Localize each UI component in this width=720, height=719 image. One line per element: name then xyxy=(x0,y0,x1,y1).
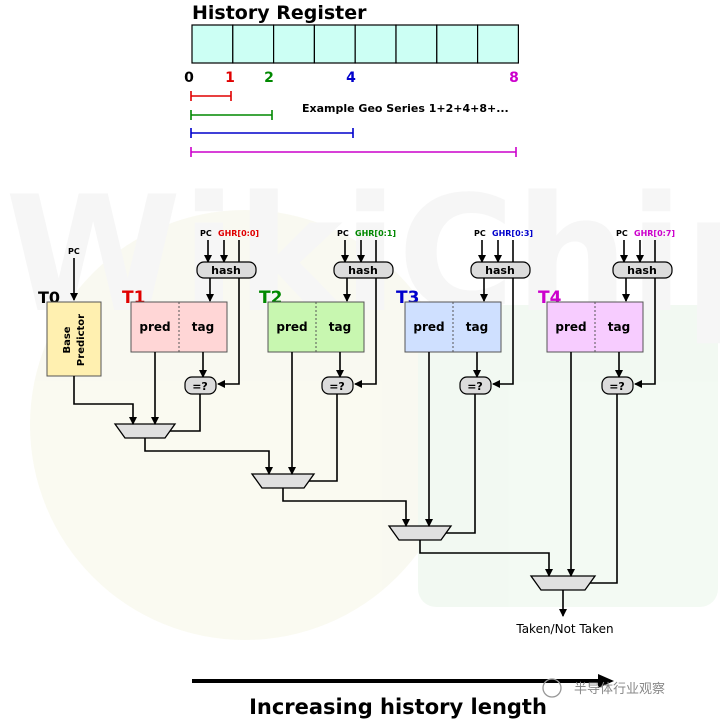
register-cell xyxy=(191,24,234,64)
mux xyxy=(529,575,597,591)
register-index-label: 1 xyxy=(225,70,235,86)
register-index-label: 4 xyxy=(346,70,356,86)
ghr-label: GHR[0:7] xyxy=(634,229,675,238)
source-mark: 半导体行业观察 xyxy=(574,682,665,697)
pred-field: pred xyxy=(139,320,170,334)
pred-field: pred xyxy=(276,320,307,334)
register-index-label: 0 xyxy=(184,70,194,86)
register-cell xyxy=(395,24,438,64)
register-ranges xyxy=(190,91,517,157)
register-range xyxy=(190,110,273,120)
register-cell xyxy=(477,24,520,64)
compare-label: =? xyxy=(192,380,208,393)
register-cell xyxy=(354,24,397,64)
hash-block xyxy=(196,261,257,279)
compare-label: =? xyxy=(609,380,625,393)
compare-label: =? xyxy=(329,380,345,393)
ghr-label: GHR[0:3] xyxy=(492,229,533,238)
base-text-2: Predictor xyxy=(76,314,87,366)
register-title: History Register xyxy=(192,2,367,24)
register-cell xyxy=(313,24,356,64)
ghr-label: GHR[0:1] xyxy=(355,229,396,238)
register-range xyxy=(190,147,517,157)
hash-label: hash xyxy=(348,264,378,277)
hash-label: hash xyxy=(211,264,241,277)
hash-label: hash xyxy=(485,264,515,277)
pc-label: PC xyxy=(337,229,349,238)
register-range xyxy=(190,128,354,138)
wechat-icon xyxy=(542,678,562,698)
hash-block xyxy=(612,261,673,279)
register-cell xyxy=(273,24,316,64)
hash-label: hash xyxy=(627,264,657,277)
pc-label: PC xyxy=(616,229,628,238)
hash-block xyxy=(470,261,531,279)
hash-block xyxy=(333,261,394,279)
tag-field: tag xyxy=(608,320,630,334)
mux xyxy=(113,423,177,439)
pc-label: PC xyxy=(200,229,212,238)
register-range xyxy=(190,91,232,101)
pred-field: pred xyxy=(413,320,444,334)
bottom-caption: Increasing history length xyxy=(249,695,547,719)
mux xyxy=(387,525,453,541)
pred-field: pred xyxy=(555,320,586,334)
compare-label: =? xyxy=(467,380,483,393)
t0-pc-label: PC xyxy=(68,247,80,256)
mux xyxy=(250,473,316,489)
base-text-1: Base xyxy=(62,326,73,353)
ghr-label: GHR[0:0] xyxy=(218,229,259,238)
tag-field: tag xyxy=(329,320,351,334)
register-cell xyxy=(436,24,479,64)
mux-wiring xyxy=(73,352,618,617)
register-index-label: 8 xyxy=(509,70,519,86)
history-register xyxy=(191,24,520,64)
register-index-label: 2 xyxy=(264,70,274,86)
register-cell xyxy=(232,24,275,64)
output-label: Taken/Not Taken xyxy=(515,622,613,636)
tag-field: tag xyxy=(192,320,214,334)
base-predictor: T0 PC Base Predictor xyxy=(38,247,102,377)
register-index-labels: 0 1 2 4 8 xyxy=(184,70,519,86)
tag-field: tag xyxy=(466,320,488,334)
pc-label: PC xyxy=(474,229,486,238)
series-caption: Example Geo Series 1+2+4+8+... xyxy=(302,102,509,115)
history-length-arrowhead xyxy=(598,674,614,688)
